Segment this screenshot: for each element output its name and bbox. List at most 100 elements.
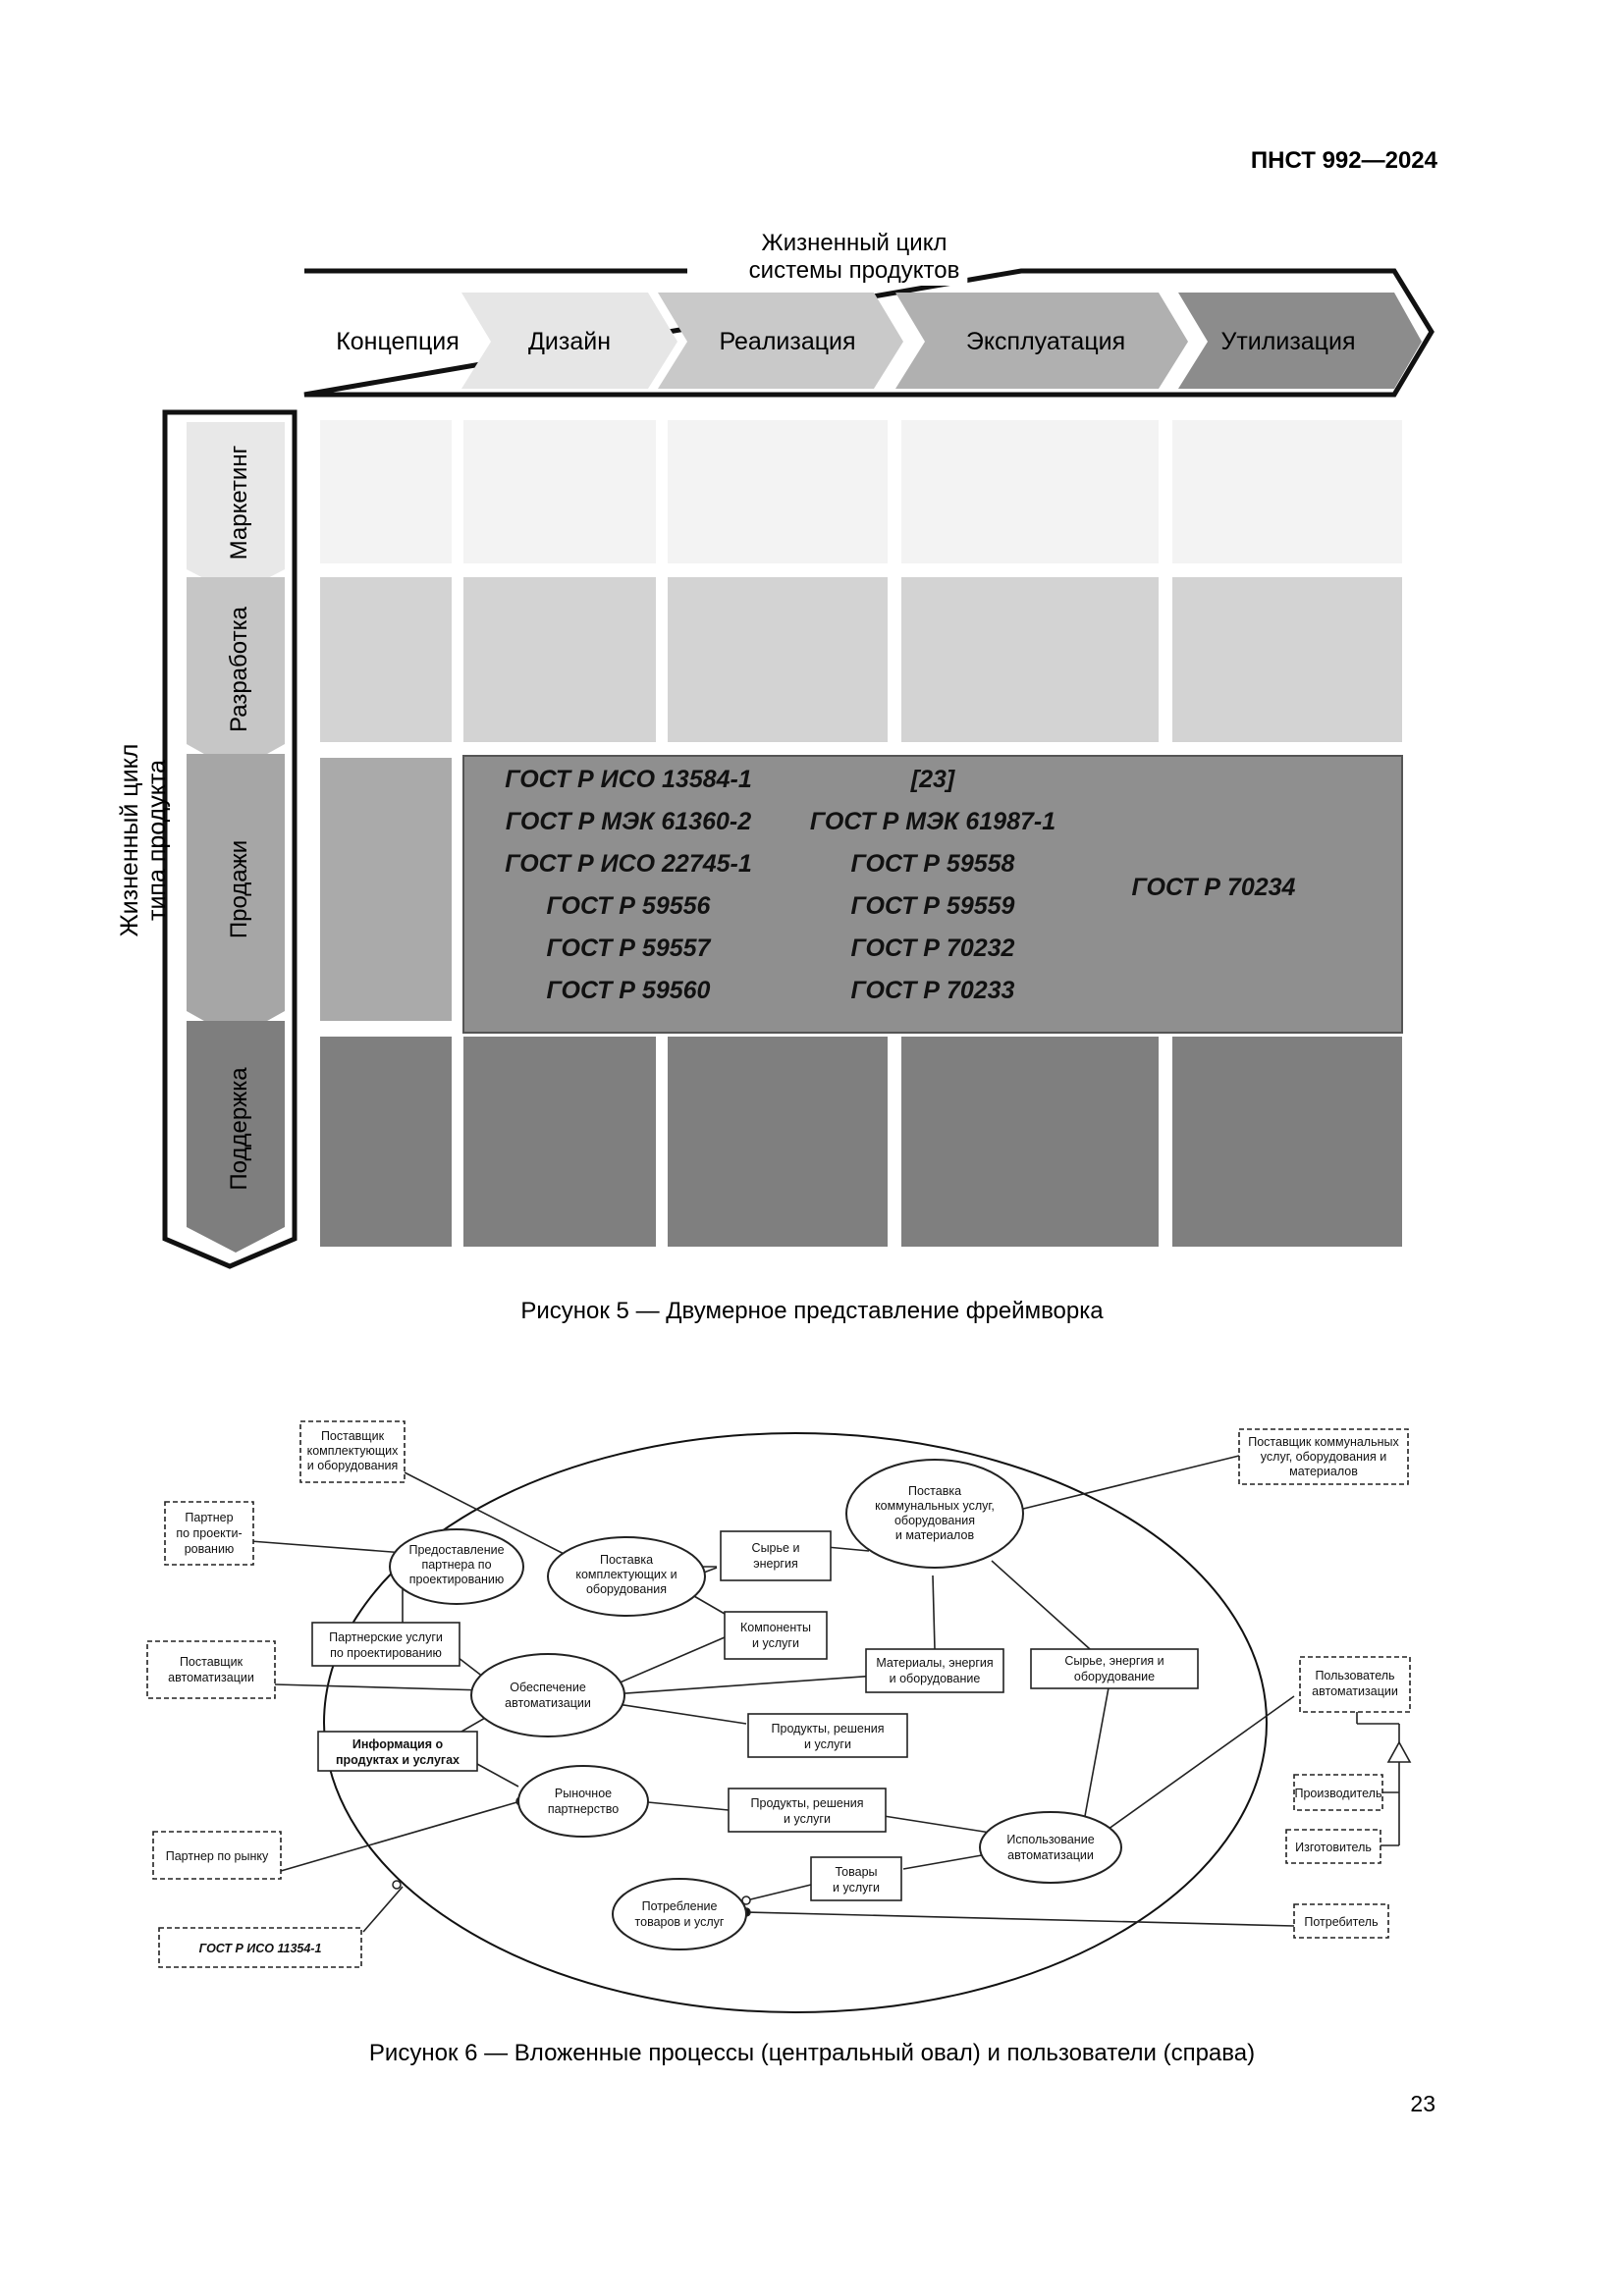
- process-oval-p3: [845, 1459, 1024, 1569]
- p2-line2: оборудования: [586, 1582, 667, 1596]
- process-oval-p5: [517, 1765, 649, 1838]
- gost-c2-2: ГОСТ Р 59558: [851, 850, 1015, 878]
- gost-c2-1: ГОСТ Р МЭК 61987-1: [810, 808, 1056, 835]
- a6-line2: материалов: [1289, 1465, 1358, 1478]
- f4-line0: Материалы, энергия: [876, 1656, 993, 1670]
- system-lifecycle-title-line2: системы продуктов: [749, 257, 960, 284]
- a7-line0: Пользователь: [1315, 1669, 1394, 1682]
- process-ovals: [389, 1459, 1122, 1950]
- f9-line1: и услуги: [833, 1881, 880, 1895]
- f1-line1: энергия: [753, 1557, 798, 1571]
- actor-box-a3: [146, 1640, 276, 1699]
- f5-line0: Сырье, энергия и: [1064, 1654, 1164, 1668]
- p5-line0: Рыночное: [555, 1787, 612, 1800]
- system-lifecycle-title-line1: Жизненный цикл: [762, 230, 947, 256]
- a1-line2: и оборудования: [307, 1459, 399, 1472]
- actor-box-a5: [158, 1927, 362, 1968]
- product-chevron-development: [187, 577, 285, 772]
- product-chevron-support: [187, 1021, 285, 1253]
- p6-line0: Использование: [1006, 1833, 1094, 1846]
- p5-line1: партнерство: [548, 1802, 619, 1816]
- product-lifecycle-title-line1: Жизненный цикл: [116, 744, 143, 937]
- actor-labels: Поставщик комплектующих и оборудования П…: [166, 1429, 1400, 1955]
- process-oval-p2: [547, 1536, 706, 1617]
- f2-line0: Партнерские услуги: [329, 1630, 443, 1644]
- p4-line1: автоматизации: [505, 1696, 591, 1710]
- product-stage-sales: Продажи: [226, 840, 252, 938]
- flow-box-f8: [728, 1788, 887, 1833]
- actor-boxes: [146, 1420, 1411, 1968]
- stage-chevron-design: [461, 293, 677, 389]
- a3-line0: Поставщик: [180, 1655, 244, 1669]
- actor-box-a8: [1293, 1774, 1383, 1811]
- f7-line1: и услуги: [804, 1737, 851, 1751]
- process-oval-p1: [389, 1528, 524, 1605]
- product-stage-development: Разработка: [226, 606, 252, 732]
- product-stage-marketing: Маркетинг: [226, 445, 252, 560]
- generalization-triangle: [1386, 1740, 1412, 1763]
- f7-line0: Продукты, решения: [772, 1722, 885, 1735]
- figure-5-framework-diagram: Жизненный цикл системы продуктов Концепц…: [116, 228, 1435, 1269]
- f2-line1: по проектированию: [330, 1646, 442, 1660]
- a1-line0: Поставщик: [321, 1429, 385, 1443]
- title-backing: [740, 228, 968, 286]
- p3-line2: оборудования: [894, 1514, 975, 1527]
- p3-line0: Поставка: [908, 1484, 961, 1498]
- p7-line1: товаров и услуг: [635, 1915, 725, 1929]
- p2-line0: Поставка: [600, 1553, 653, 1567]
- stage-chevrons: Концепция Дизайн Реализация Эксплуатация…: [336, 293, 1422, 389]
- stage-label-disposal: Утилизация: [1220, 328, 1355, 355]
- stage-chevron-disposal: [1178, 293, 1422, 389]
- framework-grid: [320, 420, 1403, 1247]
- stage-chevron-operation: [895, 293, 1188, 389]
- gost-standards-list: ГОСТ Р ИСО 13584-1 ГОСТ Р МЭК 61360-2 ГО…: [505, 766, 1295, 1004]
- actor-box-a1: [299, 1420, 406, 1483]
- actor-box-a4: [152, 1831, 282, 1880]
- stage-label-concept: Концепция: [336, 328, 460, 355]
- gost-c1-1: ГОСТ Р МЭК 61360-2: [506, 808, 751, 835]
- gost-c1-0: ГОСТ Р ИСО 13584-1: [505, 766, 752, 793]
- gost-c1-5: ГОСТ Р 59560: [547, 977, 711, 1004]
- process-labels: Предоставление партнера по проектировани…: [408, 1484, 1094, 1929]
- a8-line0: Производитель: [1295, 1787, 1382, 1800]
- product-chevron-marketing: [187, 422, 285, 595]
- p6-line1: автоматизации: [1007, 1848, 1094, 1862]
- a9-line0: Изготовитель: [1295, 1841, 1372, 1854]
- product-chevron-sales: [187, 754, 285, 1039]
- process-oval-p7: [612, 1878, 747, 1950]
- a2-line0: Партнер: [185, 1511, 233, 1524]
- a5-line0: ГОСТ Р ИСО 11354-1: [199, 1942, 322, 1955]
- flow-box-f5: [1030, 1648, 1199, 1689]
- flow-box-f7: [747, 1713, 908, 1758]
- gost-c1-2: ГОСТ Р ИСО 22745-1: [505, 850, 752, 878]
- stage-label-operation: Эксплуатация: [966, 328, 1125, 355]
- figure-5-caption: Рисунок 5 — Двумерное представление фрей…: [520, 1298, 1104, 1324]
- f6-line1: продуктах и услугах: [336, 1753, 460, 1767]
- f9-line0: Товары: [836, 1865, 878, 1879]
- flow-box-f1: [720, 1530, 832, 1581]
- p7-line0: Потребление: [642, 1899, 718, 1913]
- a7-line1: автоматизации: [1312, 1684, 1398, 1698]
- stage-chevron-realization: [658, 293, 903, 389]
- f6-line0: Информация о: [352, 1737, 444, 1751]
- a2-line1: по проекти-: [176, 1526, 242, 1540]
- a6-line1: услуг, оборудования и: [1261, 1450, 1386, 1464]
- flow-labels: Сырье и энергия Партнерские услуги по пр…: [329, 1541, 1164, 1895]
- stage-label-design: Дизайн: [528, 328, 611, 355]
- gost-c2-4: ГОСТ Р 70232: [851, 934, 1015, 962]
- product-lifecycle-frame: Маркетинг Разработка Продажи Поддержка Ж…: [116, 409, 298, 1269]
- figure-6-process-diagram: Предоставление партнера по проектировани…: [146, 1420, 1412, 2013]
- flow-box-f4: [865, 1648, 1004, 1693]
- f4-line1: и оборудование: [890, 1672, 981, 1685]
- gost-c2-0: [23]: [910, 766, 956, 793]
- f5-line1: оборудование: [1074, 1670, 1155, 1683]
- actor-box-a7: [1299, 1656, 1411, 1713]
- document-header: ПНСТ 992—2024: [1250, 147, 1437, 174]
- gost-c1-3: ГОСТ Р 59556: [547, 892, 712, 920]
- f1-line0: Сырье и: [752, 1541, 800, 1555]
- flow-box-f2: [311, 1622, 460, 1667]
- p3-line1: коммунальных услуг,: [875, 1499, 995, 1513]
- flow-box-f9: [810, 1856, 902, 1901]
- actor-box-a6: [1238, 1428, 1409, 1485]
- actor-box-a10: [1293, 1903, 1389, 1939]
